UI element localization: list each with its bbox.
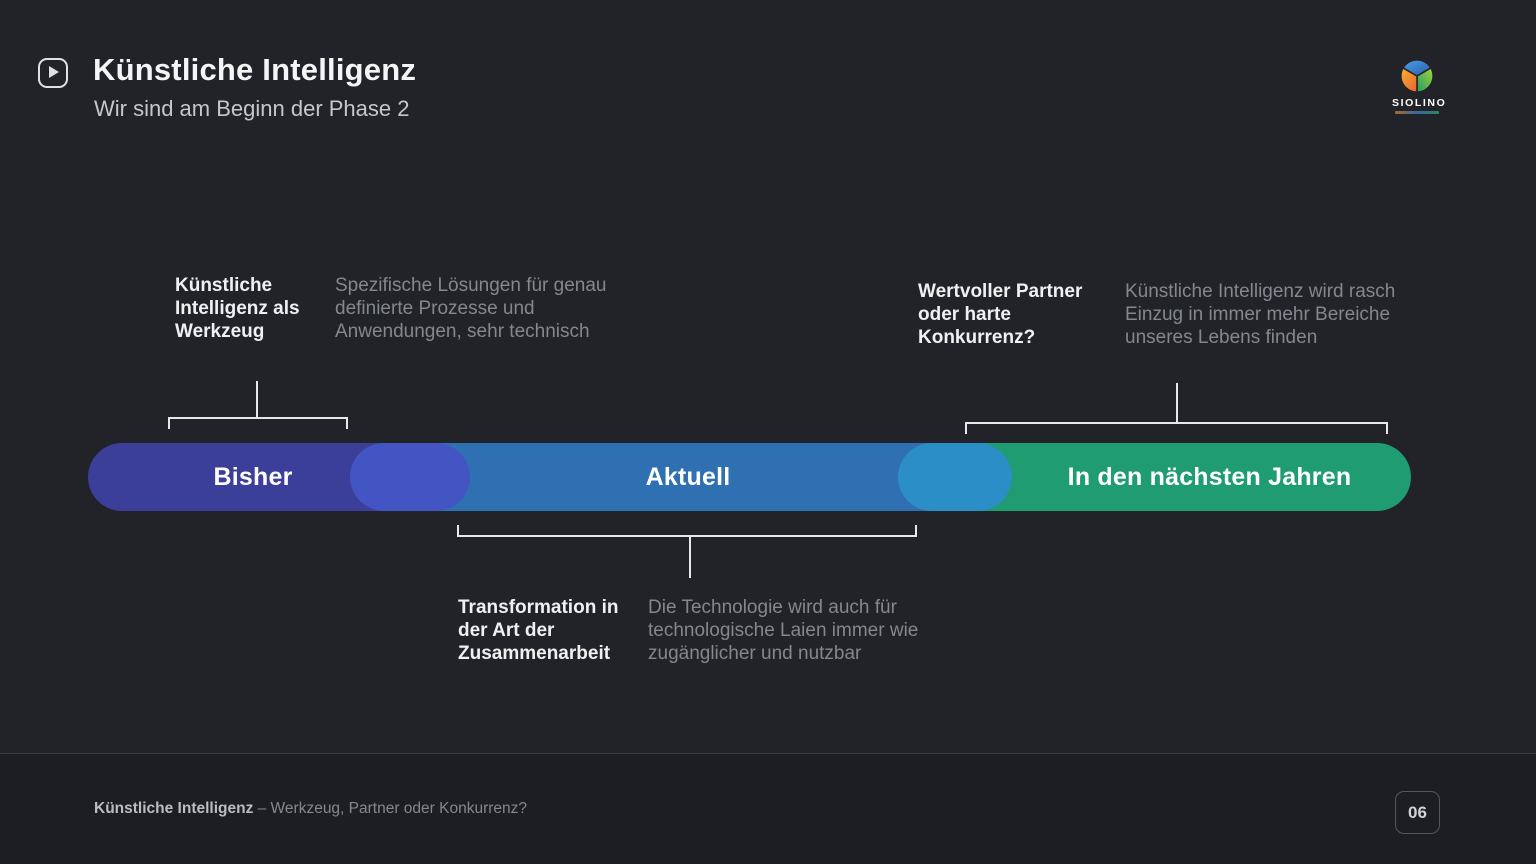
bracket-aktuell: [457, 525, 917, 579]
annotation-aktuell-heading: Transformation in der Art der Zusammenar…: [458, 597, 619, 664]
bracket-tick: [965, 422, 967, 434]
annotation-zukunft-body: Künstliche Intelligenz wird rasch Einzug…: [1125, 281, 1396, 348]
annotation-aktuell-body: Die Technologie wird auch für technologi…: [648, 597, 919, 664]
logo-tagline-strip: [1395, 111, 1439, 114]
bracket-stem: [1176, 383, 1178, 424]
footer-deck-subtitle: – Werkzeug, Partner oder Konkurrenz?: [253, 800, 528, 817]
bracket-tick: [346, 417, 348, 429]
logo-name: SIOLINO: [1392, 97, 1447, 109]
bracket-tick: [1386, 422, 1388, 434]
timeline-label-bisher: Bisher: [213, 462, 293, 491]
footer-bar: Künstliche Intelligenz – Werkzeug, Partn…: [0, 753, 1536, 864]
footer-title: Künstliche Intelligenz – Werkzeug, Partn…: [94, 800, 527, 818]
bracket-tick: [457, 525, 459, 537]
page-number: 06: [1408, 802, 1427, 822]
slide-subtitle: Wir sind am Beginn der Phase 2: [94, 96, 410, 121]
footer-deck-title: Künstliche Intelligenz: [94, 800, 254, 817]
bracket-stem: [256, 381, 258, 419]
page-number-badge: 06: [1395, 791, 1440, 834]
annotation-bisher-body: Spezifische Lösungen für genau definiert…: [335, 275, 607, 342]
timeline-connector-1: [350, 443, 470, 511]
annotation-bisher-heading: Künstliche Intelligenz als Werkzeug: [175, 275, 300, 342]
bracket-bisher: [168, 381, 348, 429]
bracket-stem: [689, 535, 691, 578]
timeline-segment-aktuell: [412, 443, 955, 511]
bracket-tick: [168, 417, 170, 429]
timeline-label-aktuell: Aktuell: [645, 462, 731, 491]
bracket-line: [168, 417, 348, 419]
bracket-line: [965, 422, 1388, 424]
timeline-connector-2: [898, 443, 1012, 511]
annotation-zukunft-heading: Wertvoller Partner oder harte Konkurrenz…: [918, 281, 1083, 348]
siolino-logo-icon: [1400, 59, 1434, 93]
slide-title: Künstliche Intelligenz: [93, 52, 417, 87]
siolino-logo: SIOLINO: [1392, 57, 1447, 114]
bracket-line: [457, 535, 917, 537]
timeline-segment-zukunft: [955, 443, 1411, 511]
bracket-zukunft: [965, 383, 1388, 435]
bracket-tick: [915, 525, 917, 537]
play-icon: [38, 58, 68, 88]
timeline-bar: Bisher Aktuell In den nächsten Jahren: [88, 443, 1411, 511]
timeline-label-zukunft: In den nächsten Jahren: [1067, 462, 1352, 491]
